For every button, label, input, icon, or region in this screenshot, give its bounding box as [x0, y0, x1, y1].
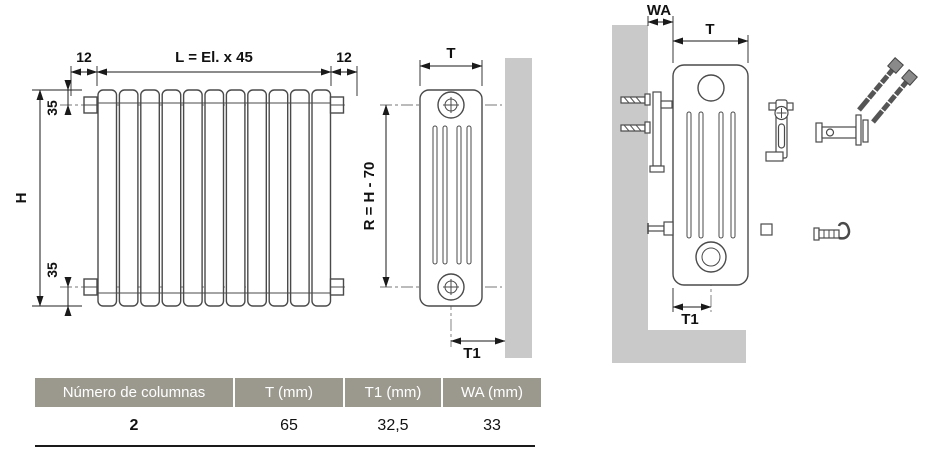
cell-wa-value: 33: [483, 417, 501, 434]
dim-label-offset-left: 12: [76, 49, 92, 65]
dim-t1-side: T1: [450, 337, 506, 362]
dim-label-35-top: 35: [44, 100, 60, 116]
cell-t1-value: 32,5: [377, 417, 409, 434]
dim-label-h: H: [13, 193, 30, 204]
cell-columns-value: 2: [129, 417, 139, 434]
side-slots: [432, 125, 472, 265]
dim-r: R = H - 70: [361, 104, 390, 288]
bracket-clip-icon: [815, 114, 869, 146]
dim-label-t1-mount: T1: [681, 311, 699, 328]
side-view: T R = H - 70 T1: [361, 45, 506, 362]
technical-drawing: 12 L = El. x 45 12 H 35: [13, 2, 929, 363]
bracket-front-icon: [765, 99, 794, 162]
table-header-row: Número de columnas T (mm) T1 (mm) WA (mm…: [35, 378, 541, 407]
radiator-mount-body: [672, 64, 749, 286]
dim-label-t-mount: T: [705, 21, 714, 38]
col-header-t: T (mm): [235, 378, 343, 407]
front-view: 12 L = El. x 45 12 H 35: [13, 49, 358, 316]
dim-depth-side: T: [419, 45, 483, 86]
dim-length: 12 L = El. x 45 12: [70, 49, 358, 96]
dim-label-length: L = El. x 45: [175, 49, 253, 66]
hook-bolt-icon: [813, 221, 851, 241]
dim-label-wa: WA: [647, 2, 671, 19]
square-nut-icon: [760, 223, 773, 236]
col-header-columns: Número de columnas: [35, 378, 233, 407]
dim-wa: WA: [647, 2, 674, 63]
mount-slots: [686, 111, 736, 239]
wall-bracket-icon: [620, 91, 673, 173]
mount-connection-bottom: [695, 241, 727, 273]
table-row: 2 65 32,5 33: [35, 407, 535, 447]
dim-label-offset-right: 12: [336, 49, 352, 65]
radiator-tubes: [97, 89, 332, 307]
wall-section-mount: [612, 25, 746, 363]
dim-axis-top: 35: [44, 80, 72, 116]
mounting-view: WA T T1: [620, 2, 917, 328]
dim-label-r: R = H - 70: [361, 162, 378, 231]
dim-depth-mount: T: [672, 21, 749, 63]
lower-fixing-screw-icon: [647, 221, 674, 236]
connection-bottom: [437, 273, 465, 301]
col-header-wa: WA (mm): [443, 378, 541, 407]
dimensions-table: Número de columnas T (mm) T1 (mm) WA (mm…: [35, 378, 541, 447]
connection-top: [437, 91, 465, 119]
dim-label-t-side: T: [446, 45, 455, 62]
long-screws-icon: [859, 58, 917, 122]
col-header-t1: T1 (mm): [345, 378, 441, 407]
mount-connection-top: [697, 74, 725, 102]
dim-t1-mount: T1: [672, 288, 712, 328]
end-plugs: [83, 96, 345, 296]
cell-t-value: 65: [280, 417, 298, 434]
dim-label-t1-side: T1: [463, 345, 481, 362]
dim-axis-bottom: 35: [44, 262, 72, 316]
dim-label-35-bottom: 35: [44, 262, 60, 278]
dim-height: H: [13, 89, 82, 307]
wall-section-side: [505, 58, 532, 358]
